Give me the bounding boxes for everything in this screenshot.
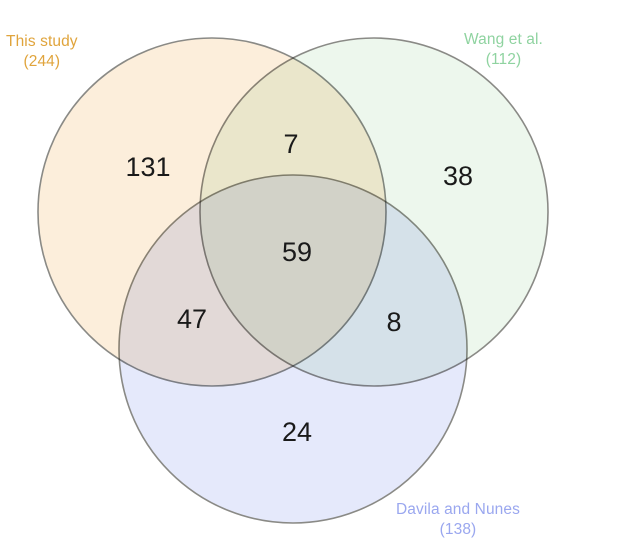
region-count-davila-only: 24 — [282, 417, 312, 447]
set-label-wang: Wang et al. (112) — [464, 30, 543, 70]
region-count-this-study-only: 131 — [125, 152, 170, 182]
set-label-wang-count: (112) — [485, 50, 522, 68]
set-label-davila-nunes-name: Davila and Nunes — [396, 501, 520, 518]
region-count-wang-only: 38 — [443, 161, 473, 191]
set-label-this-study: This study (244) — [6, 32, 78, 72]
venn-circles — [37, 37, 549, 524]
set-label-this-study-name: This study — [6, 33, 78, 50]
set-label-this-study-count: (244) — [23, 52, 61, 70]
region-count-this-study-wang: 7 — [283, 129, 298, 159]
region-count-wang-davila: 8 — [386, 307, 401, 337]
set-label-davila-nunes-count: (138) — [439, 520, 477, 538]
region-count-this-study-davila: 47 — [177, 304, 207, 334]
set-label-wang-name: Wang et al. — [464, 31, 543, 48]
circle-davila-nunes — [118, 174, 468, 524]
set-label-davila-nunes: Davila and Nunes (138) — [396, 500, 520, 540]
region-count-all-three: 59 — [282, 237, 312, 267]
